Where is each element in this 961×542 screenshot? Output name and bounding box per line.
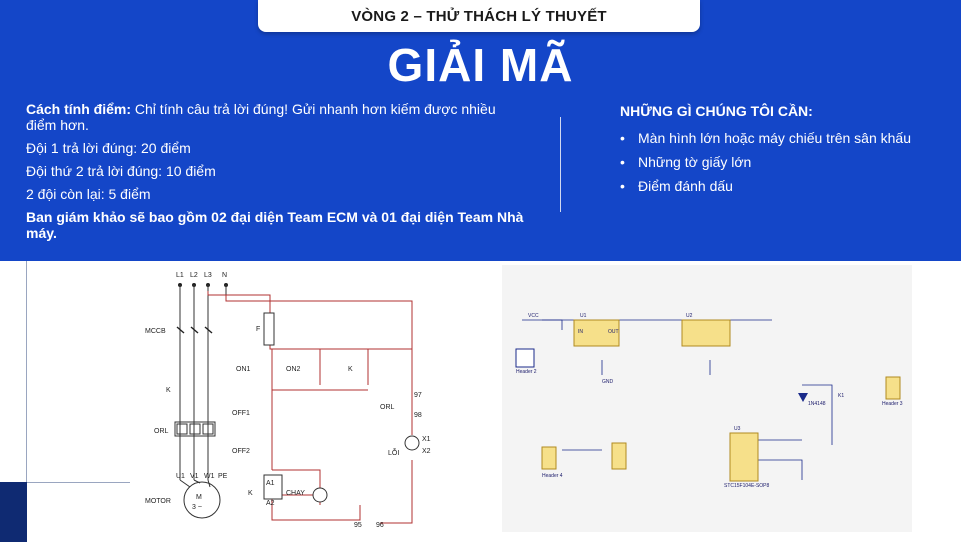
contactor-aux-label: K <box>348 366 353 373</box>
terminal-u1: U1 <box>176 473 185 480</box>
coil-a1: A1 <box>266 480 275 487</box>
pcb-out-label: OUT <box>608 329 619 335</box>
pcb-ic-label: STC15F104E-SOP8 <box>724 483 770 489</box>
phase-l3-label: L3 <box>204 272 212 279</box>
phase-l2-label: L2 <box>190 272 198 279</box>
phase-l1-label: L1 <box>176 272 184 279</box>
round-label-tab: VÒNG 2 – THỬ THÁCH LÝ THUYẾT <box>258 0 700 32</box>
pcb-vcc-label: VCC <box>528 313 539 319</box>
team1-points: Đội 1 trả lời đúng: 20 điểm <box>26 140 191 156</box>
pcb-schematic: U1 U2 U3 IN OUT VCC GND Header 2 Header … <box>515 313 903 489</box>
terminal-w1: W1 <box>204 473 215 480</box>
lamp-x1: X1 <box>422 436 431 443</box>
terminal-pe: PE <box>218 473 228 480</box>
phase-n-label: N <box>222 272 227 279</box>
motor-three-phase-label: 3 ~ <box>192 504 202 511</box>
pcb-u3-label: U3 <box>734 426 741 432</box>
scoring-text: Chỉ tính câu trả lời đúng! Gửi nhanh hơn… <box>26 101 496 133</box>
needs-item: Điểm đánh dấu <box>620 179 940 193</box>
pcb-relay-label: K1 <box>838 393 844 399</box>
corner-block <box>0 482 27 542</box>
needs-section: NHỮNG GÌ CHÚNG TÔI CẦN: Màn hình lớn hoặ… <box>620 103 940 203</box>
off2-label: OFF2 <box>232 448 250 455</box>
terminal-97: 97 <box>414 392 422 399</box>
jury-note: Ban giám khảo sẽ bao gồm 02 đại diện Tea… <box>26 209 524 241</box>
motor-symbol-m: M <box>196 494 202 501</box>
motor-label: MOTOR <box>145 498 171 505</box>
needs-item: Màn hình lớn hoặc máy chiếu trên sân khấ… <box>620 131 940 145</box>
column-divider <box>560 117 561 212</box>
off1-label: OFF1 <box>232 410 250 417</box>
scoring-section: Cách tính điểm: Chỉ tính câu trả lời đún… <box>26 101 526 248</box>
needs-item: Những tờ giấy lớn <box>620 155 940 169</box>
other-teams-points: 2 đội còn lại: 5 điểm <box>26 186 151 202</box>
motor-control-circuit: L1 L2 L3 N MCCB K ORL MOTOR M <box>145 272 431 529</box>
terminal-95: 95 <box>354 522 362 529</box>
overload-contact-label: ORL <box>380 404 395 411</box>
coil-a2: A2 <box>266 500 275 507</box>
needs-heading: NHỮNG GÌ CHÚNG TÔI CẦN: <box>620 103 813 119</box>
coil-k-label: K <box>248 490 253 497</box>
overload-relay-label: ORL <box>154 428 169 435</box>
frame-line-vertical <box>26 261 27 542</box>
pcb-header3-label: Header 3 <box>882 401 903 407</box>
fuse-label: F <box>256 326 260 333</box>
pcb-u2-label: U2 <box>686 313 693 319</box>
page-title: GIẢI MÃ <box>387 39 574 91</box>
contactor-k-label: K <box>166 387 171 394</box>
team2-points: Đội thứ 2 trả lời đúng: 10 điểm <box>26 163 216 179</box>
mccb-label: MCCB <box>145 328 166 335</box>
terminal-96: 96 <box>376 522 384 529</box>
pcb-gnd-label: GND <box>602 379 614 385</box>
terminal-98: 98 <box>414 412 422 419</box>
pcb-in-label: IN <box>578 329 583 335</box>
terminal-v1: V1 <box>190 473 199 480</box>
pcb-schematic-panel: U1 U2 U3 IN OUT VCC GND Header 2 Header … <box>502 265 912 532</box>
pcb-diode-label: 1N4148 <box>808 401 826 407</box>
fault-lamp-label: LỖI <box>388 448 399 457</box>
on1-label: ON1 <box>236 366 251 373</box>
round-label: VÒNG 2 – THỬ THÁCH LÝ THUYẾT <box>351 7 607 25</box>
frame-line-horizontal <box>0 482 130 483</box>
needs-list: Màn hình lớn hoặc máy chiếu trên sân khấ… <box>620 131 940 193</box>
pcb-header4-label: Header 4 <box>542 473 563 479</box>
scoring-rule: Cách tính điểm: Chỉ tính câu trả lời đún… <box>26 101 526 133</box>
lamp-x2: X2 <box>422 448 431 455</box>
on2-label: ON2 <box>286 366 301 373</box>
pcb-u1-label: U1 <box>580 313 587 319</box>
pcb-header2-label: Header 2 <box>516 369 537 375</box>
scoring-label: Cách tính điểm: <box>26 101 132 117</box>
run-lamp-label: CHAY <box>286 490 305 497</box>
